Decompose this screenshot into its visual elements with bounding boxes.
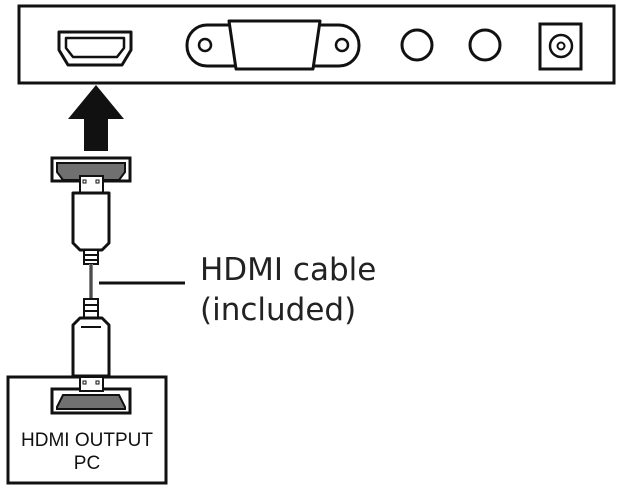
pc-box: HDMI OUTPUT PC bbox=[6, 375, 168, 485]
vga-port-icon bbox=[185, 19, 361, 71]
audio-jack-icon bbox=[468, 28, 502, 62]
pc-label-line2: PC bbox=[74, 453, 100, 474]
hdmi-plug-icon bbox=[50, 156, 132, 265]
dc-power-port-icon bbox=[538, 22, 583, 71]
hdmi-port-icon bbox=[57, 30, 133, 67]
cable-label-line2: (included) bbox=[200, 292, 356, 328]
pc-label-line1: HDMI OUTPUT bbox=[21, 430, 153, 451]
audio-jack-icon bbox=[400, 28, 434, 62]
cable-label-line1: HDMI cable bbox=[200, 252, 376, 288]
arrow-up-icon bbox=[68, 85, 124, 151]
port-panel bbox=[17, 4, 616, 85]
